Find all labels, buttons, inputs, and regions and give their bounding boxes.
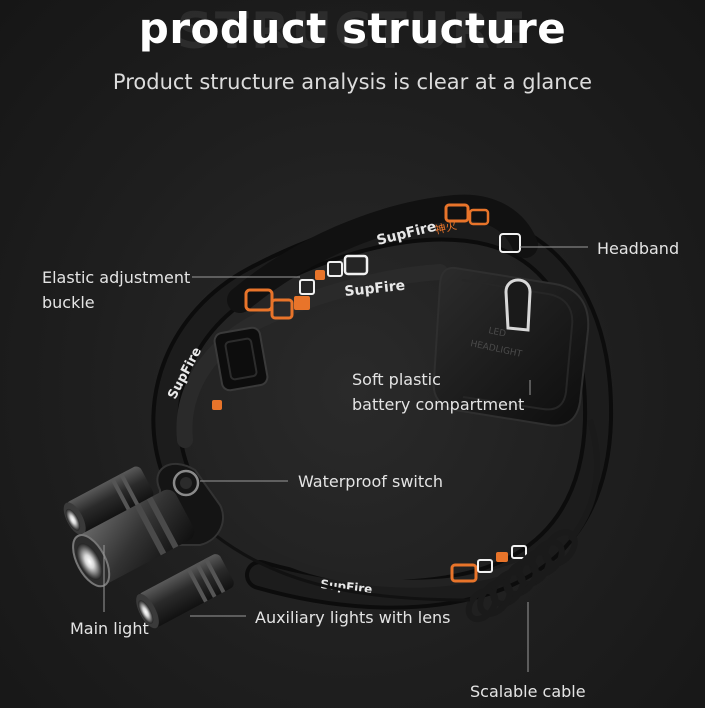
callout-main-light: Main light xyxy=(70,619,149,638)
header: STRUCTURE product structure xyxy=(0,0,705,70)
adjustment-buckle xyxy=(213,326,269,392)
callout-scalable-cable: Scalable cable xyxy=(470,682,586,701)
ghost-title: STRUCTURE xyxy=(176,2,529,60)
callout-aux-lights: Auxiliary lights with lens xyxy=(255,608,451,627)
page-title: product structure xyxy=(138,4,567,53)
cable-run xyxy=(214,533,471,602)
coiled-cable xyxy=(465,419,601,623)
battery-label-led: LED xyxy=(487,326,506,339)
battery-compartment: LED HEADLIGHT xyxy=(432,266,590,427)
band-brand-mid: SupFire xyxy=(344,278,406,300)
lamp-head xyxy=(63,463,234,629)
band-brand-top-cn: 神火 xyxy=(433,218,458,237)
callout-waterproof-switch: Waterproof switch xyxy=(298,472,444,491)
leader-lines xyxy=(103,246,588,672)
callout-headband: Headband xyxy=(597,239,680,258)
page-subtitle: Product structure analysis is clear at a… xyxy=(112,70,593,94)
band-pattern xyxy=(212,203,527,583)
callout-elastic-buckle: Elastic adjustment buckle xyxy=(42,268,191,312)
callout-battery-compartment: Soft plastic battery compartment xyxy=(352,370,525,414)
